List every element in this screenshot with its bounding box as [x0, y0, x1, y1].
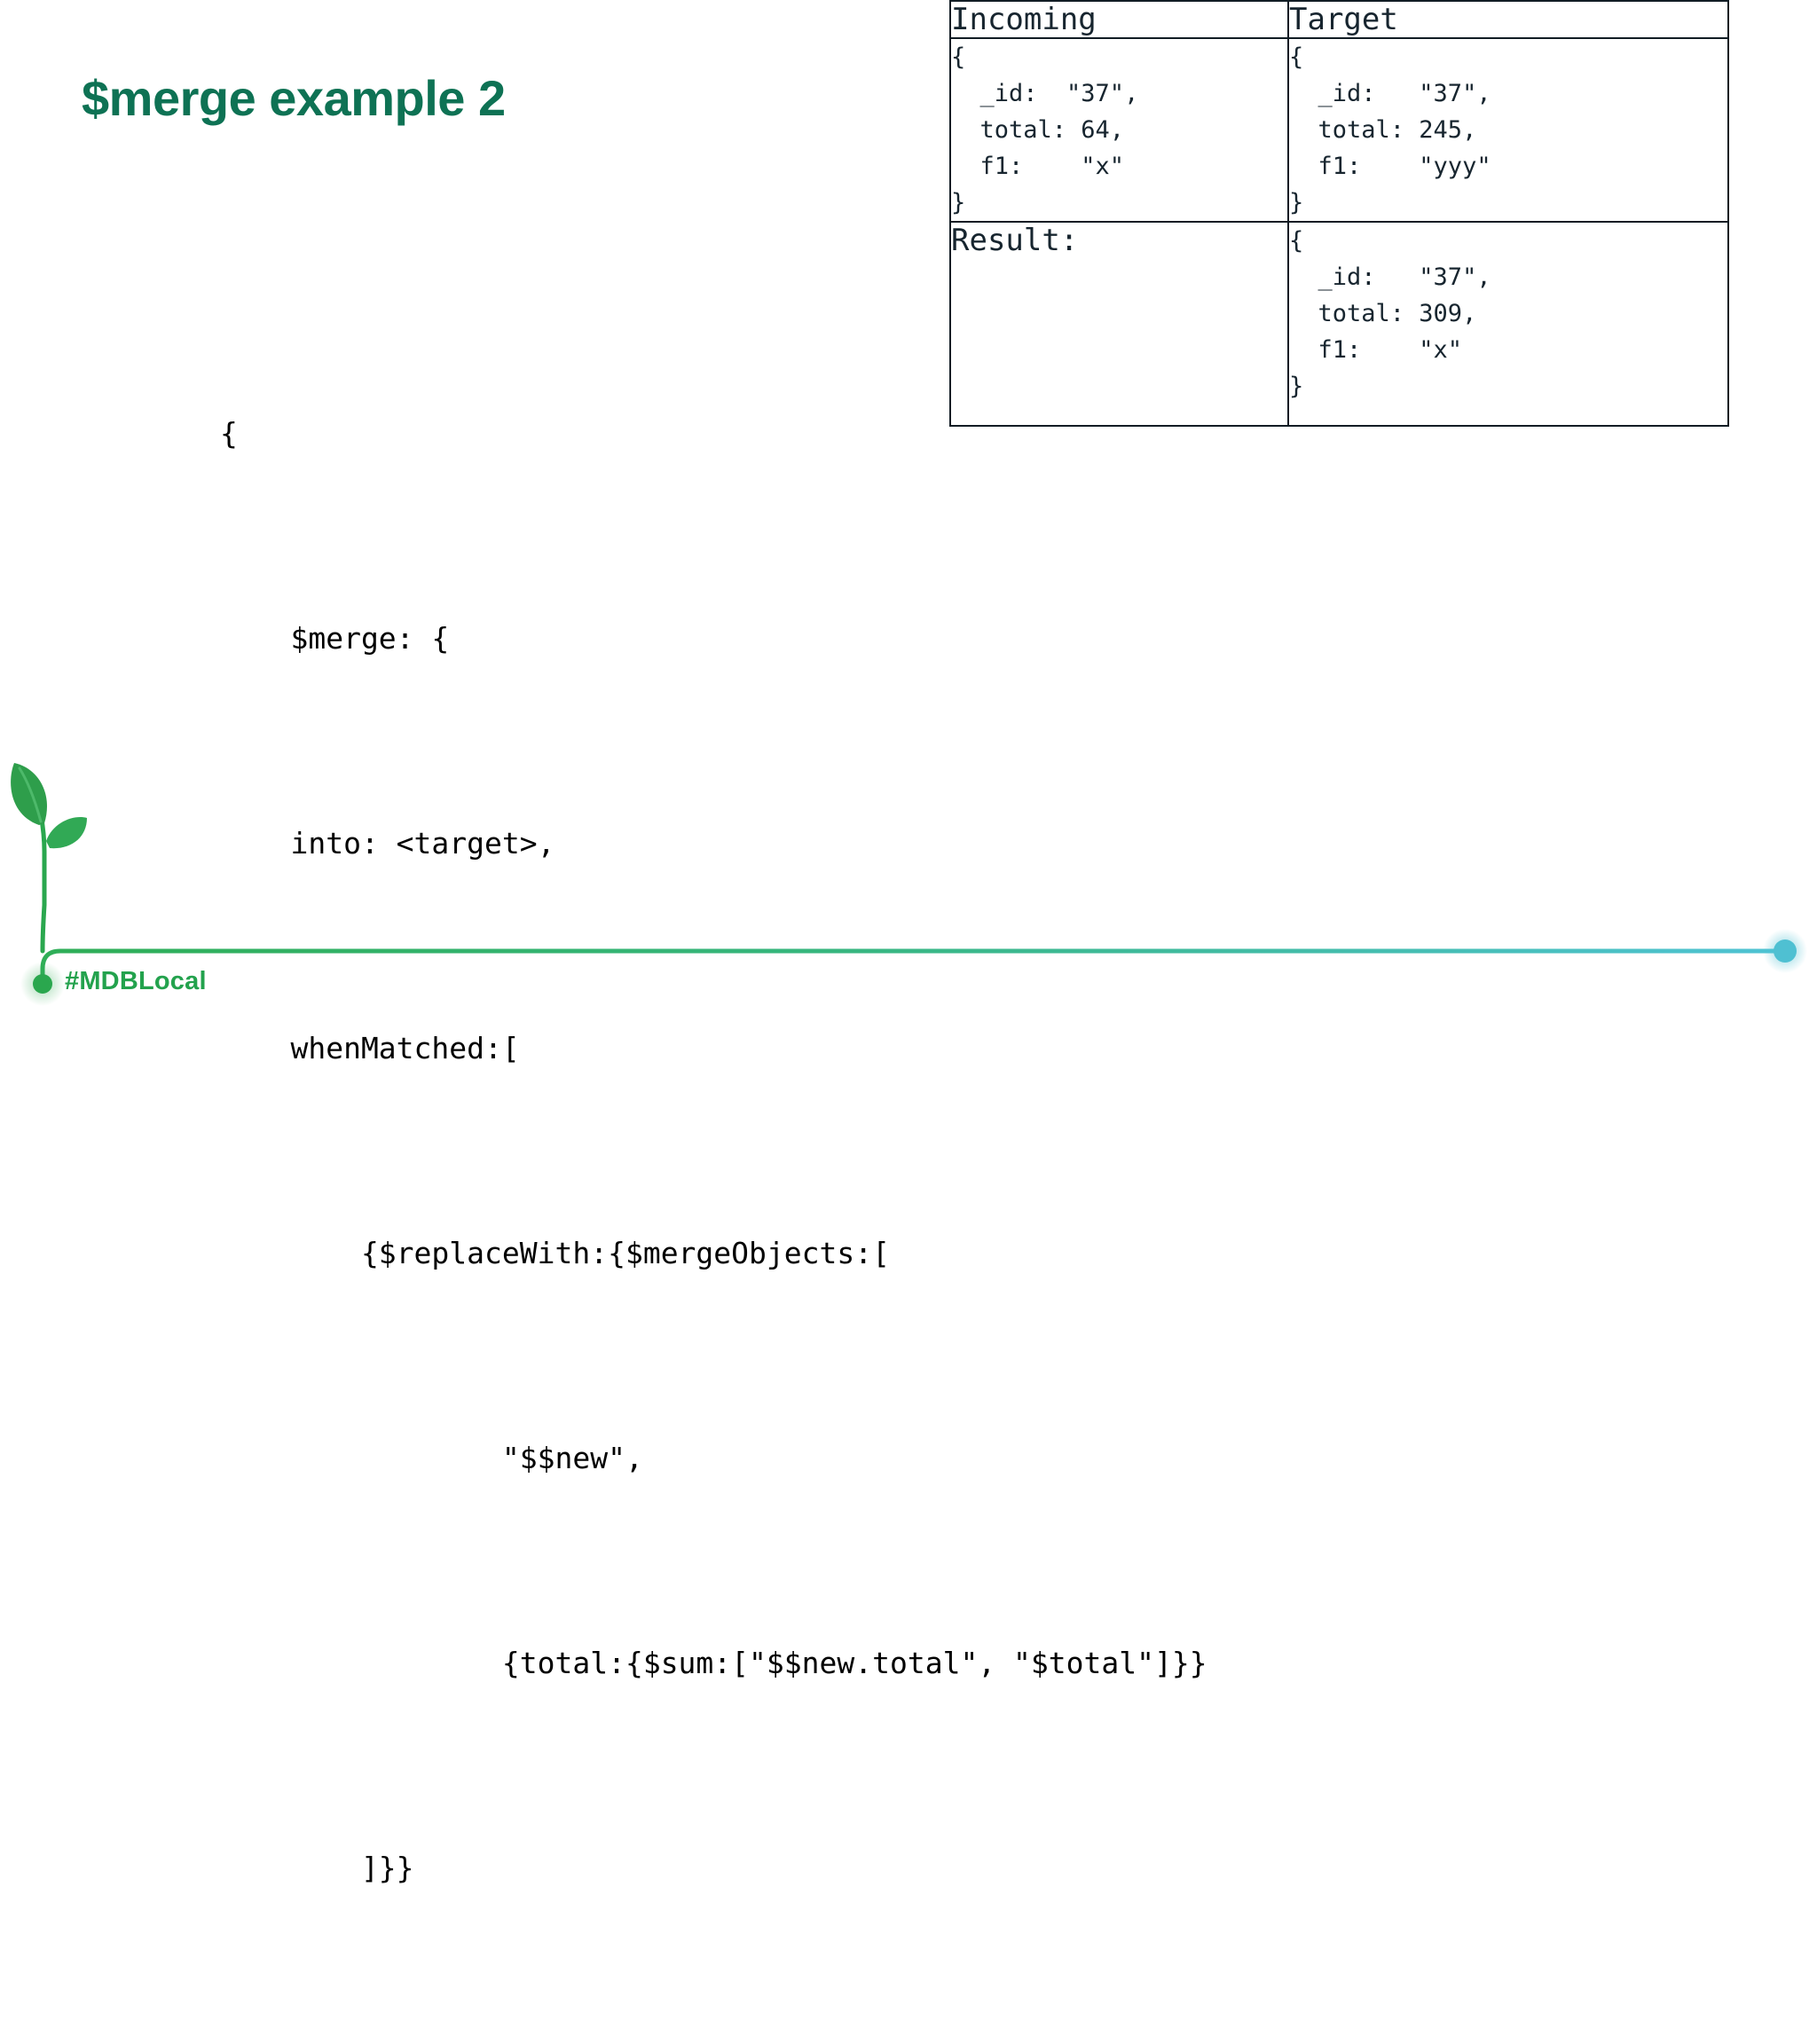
table-row: Result: { _id: "37", total: 309, f1: "x"…	[949, 221, 1729, 427]
sprout-leaf-left-vein-icon	[18, 766, 43, 823]
code-line: {total:{$sum:["$$new.total", "$total"]}}	[220, 1646, 1207, 1680]
event-hashtag: #MDBLocal	[65, 967, 207, 995]
code-line: into: <target>,	[220, 826, 555, 861]
cell-result-document: { _id: "37", total: 309, f1: "x" }	[1287, 221, 1729, 427]
code-line: ]}}	[220, 1851, 414, 1885]
column-header-target: Target	[1287, 0, 1729, 39]
timeline-end-glow	[1763, 929, 1807, 973]
timeline-end-dot	[1774, 939, 1797, 963]
cell-target-document: { _id: "37", total: 245, f1: "yyy" }	[1287, 37, 1729, 223]
sprout-leaf-left-icon	[11, 763, 47, 825]
code-line: whenMatched:[	[220, 1031, 520, 1065]
code-line: ]	[220, 2039, 1207, 2044]
cell-incoming-document: { _id: "37", total: 64, f1: "x" }	[949, 37, 1289, 223]
table-row: { _id: "37", total: 64, f1: "x" } { _id:…	[949, 37, 1729, 223]
sprout-leaf-right-icon	[46, 817, 87, 849]
code-line: {	[220, 416, 238, 451]
cell-result-label: Result:	[949, 221, 1289, 427]
sprout-stem	[38, 812, 47, 954]
page-title: $merge example 2	[82, 70, 506, 126]
timeline-start-glow	[20, 962, 65, 1006]
code-line: "$$new",	[220, 1441, 643, 1475]
merge-comparison-table: Incoming Target { _id: "37", total: 64, …	[949, 0, 1729, 427]
table-header-row: Incoming Target	[949, 0, 1729, 39]
code-block: { $merge: { into: <target>, whenMatched:…	[220, 263, 1207, 2044]
code-line: {$replaceWith:{$mergeObjects:[	[220, 1236, 890, 1270]
code-line: $merge: {	[220, 621, 450, 656]
column-header-incoming: Incoming	[949, 0, 1289, 39]
timeline-start-dot	[33, 974, 52, 994]
